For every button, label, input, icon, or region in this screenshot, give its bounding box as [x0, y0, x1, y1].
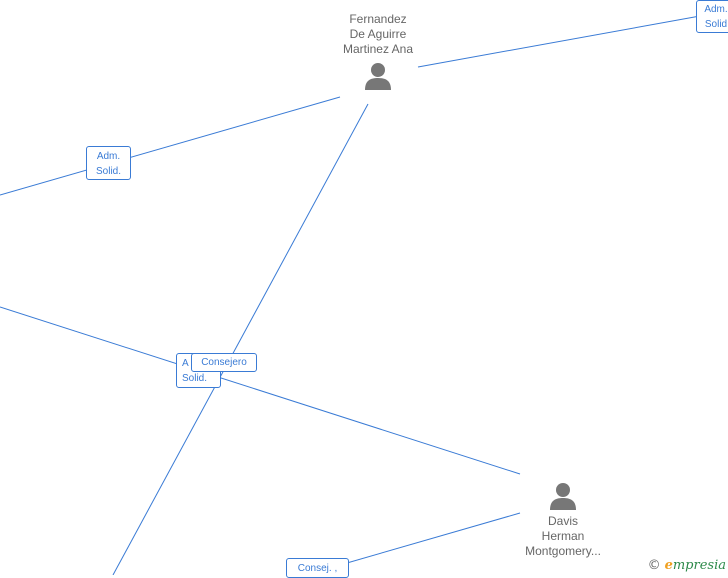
brand-name: mpresia [672, 558, 726, 573]
edge-left-davis [0, 306, 521, 475]
role-badge-adm-left[interactable]: Adm. Solid. [86, 146, 131, 180]
role-badge-adm-top-right[interactable]: Adm. Solid [696, 0, 728, 33]
person-icon [550, 483, 576, 510]
edge-fernandez-down-left [112, 103, 369, 575]
role-badge-consej-bottom[interactable]: Consej. , [286, 558, 349, 578]
copyright-icon: © [647, 558, 661, 573]
person-node-fernandez[interactable]: Fernandez De Aguirre Martinez Ana [328, 12, 428, 91]
person-name: Davis Herman Montgomery... [525, 514, 601, 558]
edge-fernandez-top-right [417, 15, 701, 68]
person-name: Fernandez De Aguirre Martinez Ana [342, 12, 414, 56]
person-icon [365, 63, 391, 90]
role-badge-consejero[interactable]: Consejero [191, 353, 257, 372]
empresia-watermark: ©empresia [648, 558, 726, 573]
edge-davis-bottom [339, 512, 521, 566]
brand-initial: e [664, 558, 673, 573]
edge-fernandez-left [0, 96, 341, 196]
person-node-davis[interactable]: Davis Herman Montgomery... [513, 481, 613, 559]
